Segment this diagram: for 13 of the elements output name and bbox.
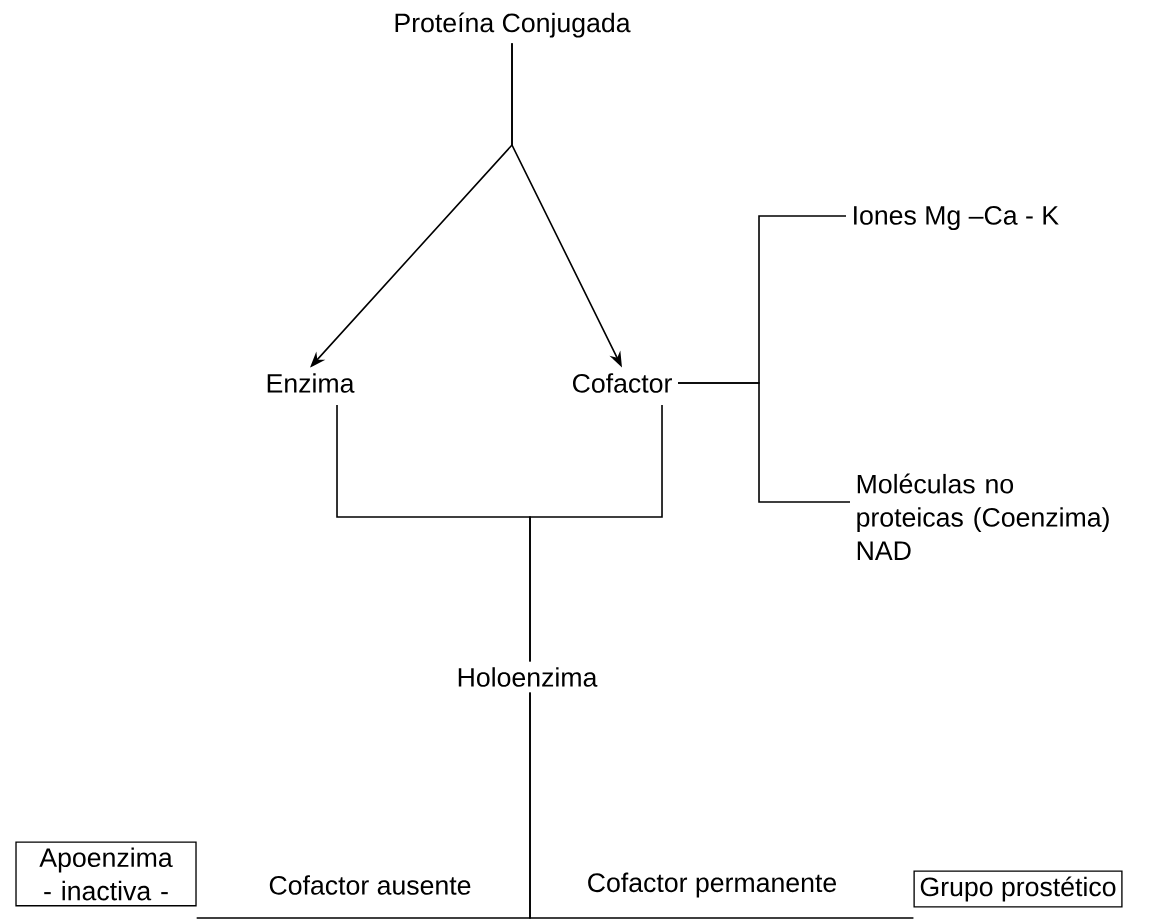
node-label: Moléculas no proteicas (Coenzima) NAD xyxy=(857,473,1109,560)
edge-label: Cofactor ausente xyxy=(265,872,475,898)
connector xyxy=(529,691,915,919)
edge-label: Cofactor permanente xyxy=(584,869,840,901)
node-label: Enzima xyxy=(267,373,355,393)
node-label: Iones Mg –Ca - K xyxy=(854,205,1059,231)
node-label: Holoenzima xyxy=(458,667,598,687)
connector xyxy=(529,404,663,663)
connector xyxy=(677,382,851,503)
text-box: Grupo prostético xyxy=(913,870,1123,908)
node-label: Cofactor xyxy=(573,373,672,393)
node-label: Proteína Conjugada xyxy=(395,12,631,38)
text-box: Apoenzima - inactiva - xyxy=(15,841,197,907)
